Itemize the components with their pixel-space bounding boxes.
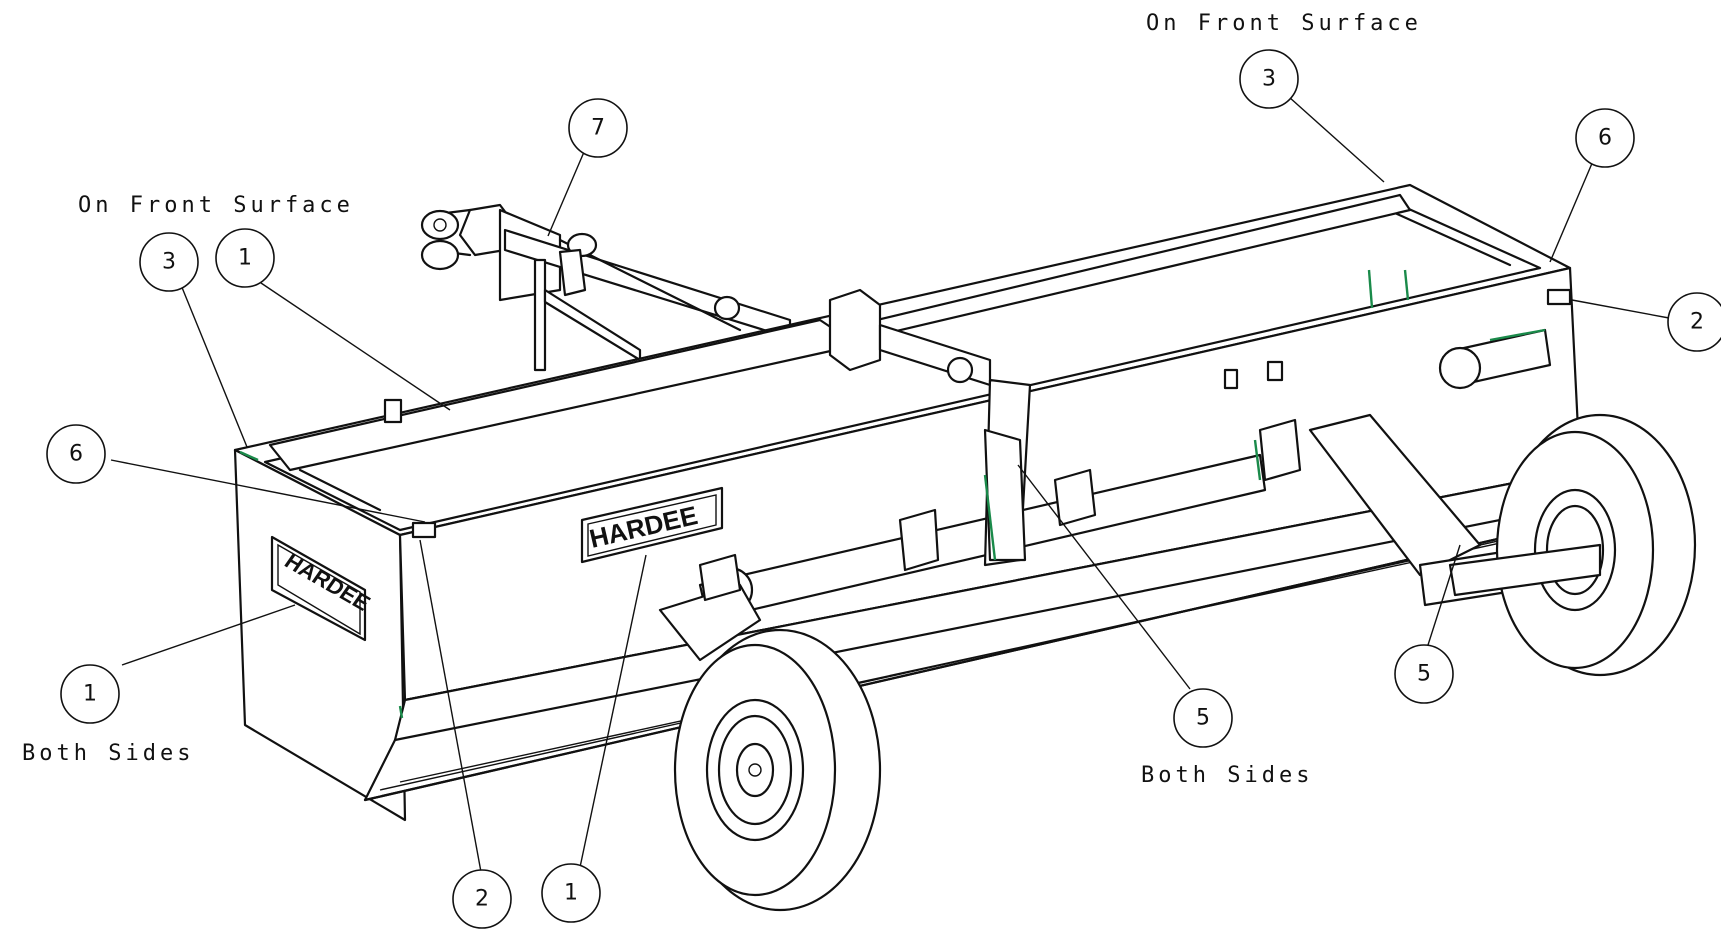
leader-lines <box>110 96 1670 873</box>
callout-2-right: 2 <box>1667 292 1721 352</box>
callout-number: 1 <box>83 682 97 707</box>
callout-number: 6 <box>1598 126 1612 151</box>
callout-3-right: 3 <box>1239 49 1299 109</box>
callout-number: 1 <box>564 881 578 906</box>
callout-number: 5 <box>1417 662 1431 687</box>
callout-6-right: 6 <box>1575 108 1635 168</box>
callout-number: 3 <box>1262 67 1276 92</box>
callout-5-right: 5 <box>1394 644 1454 704</box>
note-both-sides-left: Both Sides <box>22 741 194 766</box>
callout-1-side: 1 <box>60 664 120 724</box>
left-wheel <box>673 628 882 912</box>
right-wheel <box>1448 413 1697 677</box>
decal-highlights <box>239 269 1546 719</box>
callout-3-left: 3 <box>139 232 199 292</box>
note-both-sides-right: Both Sides <box>1141 763 1313 788</box>
callout-7: 7 <box>568 98 628 158</box>
callout-number: 7 <box>591 116 605 141</box>
callout-number: 5 <box>1196 706 1210 731</box>
box-scraper-drawing: HARDEE HARDEE <box>233 183 1697 912</box>
callout-number: 3 <box>162 250 176 275</box>
note-front-surface-right: On Front Surface <box>1146 11 1422 36</box>
scraper-box <box>233 183 1582 822</box>
front-decal: HARDEE <box>580 486 724 564</box>
callout-2-bottom: 2 <box>452 869 512 929</box>
callout-bubbles: 7 3 1 6 1 2 1 3 <box>46 49 1721 929</box>
callout-number: 1 <box>238 246 252 271</box>
callout-1-top-left: 1 <box>215 228 275 288</box>
hitch-frame <box>420 203 792 372</box>
callout-number: 6 <box>69 442 83 467</box>
callout-number: 2 <box>1690 310 1704 335</box>
placement-notes: On Front Surface On Front Surface Both S… <box>22 11 1422 788</box>
callout-6-left: 6 <box>46 424 106 484</box>
callout-5-center: 5 <box>1173 688 1233 748</box>
note-front-surface-left: On Front Surface <box>78 193 354 218</box>
callout-number: 2 <box>475 887 489 912</box>
callout-1-bottom: 1 <box>541 863 601 923</box>
